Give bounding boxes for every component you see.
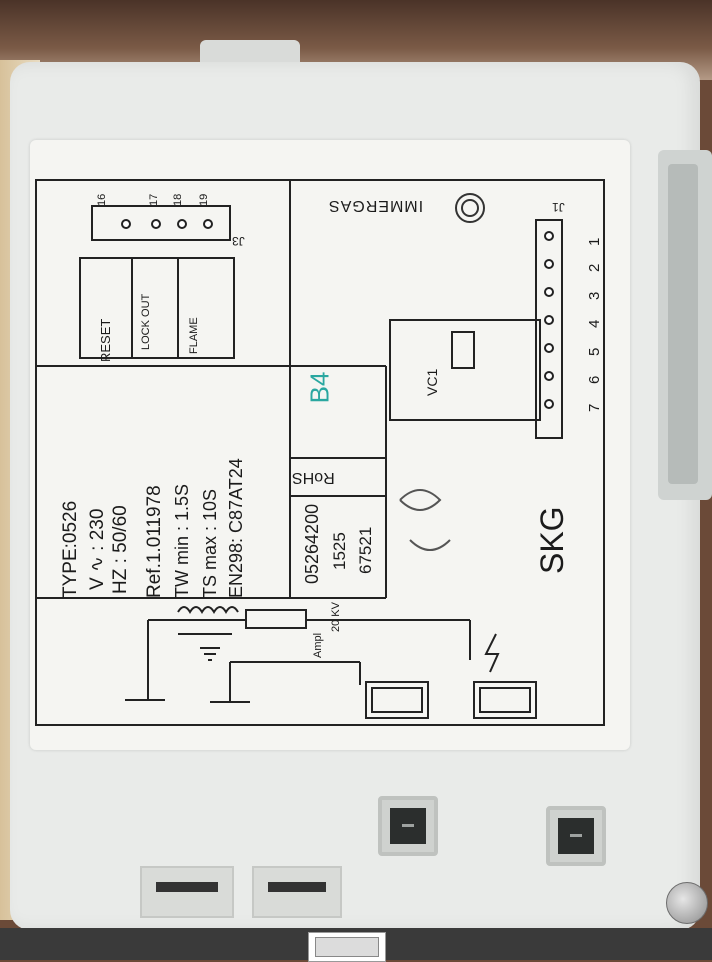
bottom-slot-2 (252, 866, 342, 918)
pin-16: 16 (96, 193, 108, 206)
j1-pin-7 (544, 399, 554, 409)
j1-pin-label-3: 3 (586, 291, 603, 300)
j1-pin-1 (544, 231, 554, 241)
side-connector (658, 150, 712, 500)
wave-logo-icon (399, 489, 451, 551)
wiring-diagram (35, 179, 605, 726)
wiring-label (30, 140, 630, 750)
terminal-right (546, 806, 606, 866)
j1-label: J1 (552, 200, 565, 214)
j1-pin-label-1: 1 (586, 237, 603, 246)
j1-pin-label-5: 5 (586, 347, 603, 356)
screw-icon (666, 882, 708, 924)
j1-pin-label-6: 6 (586, 375, 603, 384)
code1-label: 05264200 (302, 503, 322, 584)
hz-label: HZ : 50/60 (110, 505, 131, 594)
reset-label: RESET (98, 318, 113, 362)
j1-pin-6 (544, 371, 554, 381)
thumbnail[interactable] (308, 932, 386, 962)
voltage-label: V ∿ : 230 (87, 508, 108, 590)
ref-label: Ref.1.011978 (144, 485, 165, 598)
j3-label: J3 (232, 234, 245, 248)
pin-18: 18 (172, 193, 184, 206)
code2-label: 1525 (330, 532, 349, 570)
j1-pin-5 (544, 343, 554, 353)
j1-pin-3 (544, 287, 554, 297)
diagram-border (35, 179, 605, 726)
b4-label: B4 (304, 371, 335, 404)
immergas-logo-icon (455, 193, 485, 223)
tw-min-label: TW min : 1.5S (172, 483, 192, 598)
kv-label: 20 KV (330, 602, 342, 632)
flame-label: FLAME (188, 317, 200, 354)
j1-pin-label-7: 7 (586, 403, 603, 412)
brand-label: IMMERGAS (328, 197, 424, 214)
code3-label: 67521 (356, 526, 375, 574)
vc1-label: VC1 (424, 368, 440, 396)
maker-label: SKG (534, 506, 570, 574)
pin-17: 17 (148, 193, 160, 206)
ampl-label: Ampl (312, 632, 324, 658)
ts-max-label: TS max : 10S (200, 488, 220, 598)
j1-pin-label-2: 2 (586, 263, 603, 272)
bottom-slot-1 (140, 866, 234, 918)
j1-pin-4 (544, 315, 554, 325)
type-label: TYPE:0526 (60, 500, 81, 598)
lightning-icon (484, 633, 500, 673)
j1-pin-label-4: 4 (586, 319, 603, 328)
j1-pin-2 (544, 259, 554, 269)
lock-out-label: LOCK OUT (140, 293, 152, 350)
rohs-label: RoHS (292, 469, 335, 486)
pin-19: 19 (198, 193, 210, 206)
en-label: EN298: C87AT24 (226, 458, 246, 598)
terminal-left (378, 796, 438, 856)
